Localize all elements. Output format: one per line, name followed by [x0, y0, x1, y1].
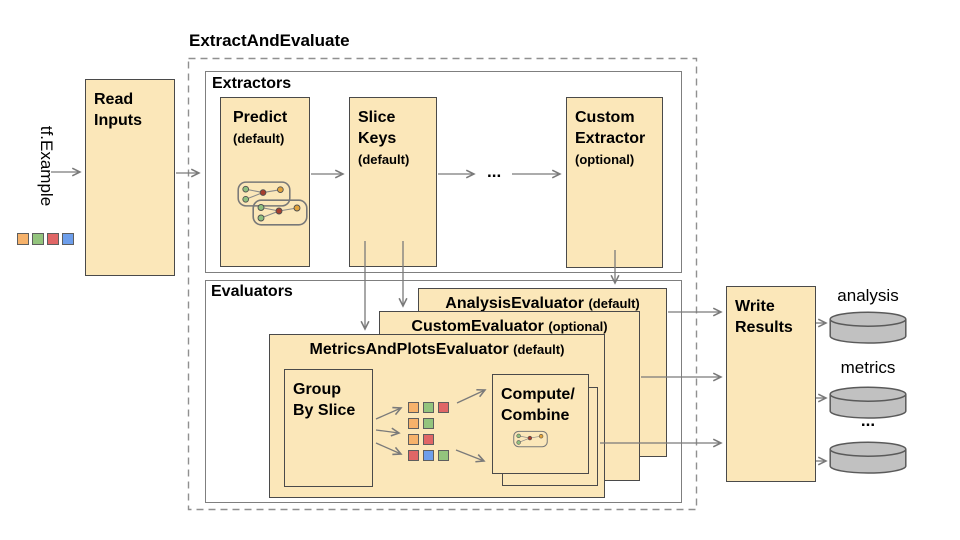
more-stores-ellipsis: ...: [860, 411, 876, 430]
green-square: [32, 233, 44, 245]
group-by-slice-label: Group By Slice: [293, 381, 356, 419]
green-square: [438, 450, 449, 461]
database-cylinder-icon: [829, 311, 907, 344]
analysis-evaluator-title: AnalysisEvaluator (default): [445, 295, 640, 312]
orange-square: [408, 434, 419, 445]
red-square: [438, 402, 449, 413]
blue-square: [62, 233, 74, 245]
green-square: [423, 402, 434, 413]
analysis-store-label: analysis: [837, 286, 899, 305]
red-square: [47, 233, 59, 245]
read-inputs-label: Read Inputs: [94, 91, 142, 129]
custom-extractor-box: Custom Extractor (optional): [566, 97, 663, 268]
slice-row: [408, 418, 449, 429]
orange-square: [17, 233, 29, 245]
blue-square: [423, 450, 434, 461]
predict-label: Predict: [233, 109, 288, 126]
red-square: [423, 434, 434, 445]
slice-row: [408, 402, 449, 413]
metrics-and-plots-evaluator-title: MetricsAndPlotsEvaluator (default): [309, 341, 565, 358]
write-results-box: Write Results: [726, 286, 816, 482]
evaluators-section-label: Evaluators: [211, 283, 293, 300]
slice-keys-label: Slice Keys: [358, 109, 397, 147]
diagram-title: ExtractAndEvaluate: [189, 31, 350, 50]
sliced-examples-grid: [408, 402, 449, 461]
custom-evaluator-title: CustomEvaluator (optional): [411, 318, 608, 335]
read-inputs-box: Read Inputs: [85, 79, 175, 276]
group-by-slice-box: Group By Slice: [284, 369, 373, 487]
metrics-store-label: metrics: [840, 358, 896, 377]
orange-square: [408, 402, 419, 413]
custom-extractor-sublabel: (optional): [575, 152, 635, 167]
model-graph-icon: [252, 199, 308, 226]
compute-combine-label: Compute/ Combine: [501, 386, 575, 424]
red-square: [408, 450, 419, 461]
database-cylinder-icon: [829, 441, 907, 474]
slice-keys-extractor-box: Slice Keys (default): [349, 97, 437, 267]
slice-row: [408, 450, 449, 461]
tf-example-legend: [17, 233, 74, 245]
orange-square: [408, 418, 419, 429]
input-label: tf.Example: [37, 125, 56, 207]
predict-sublabel: (default): [233, 131, 285, 146]
slice-keys-sublabel: (default): [358, 152, 410, 167]
extractors-section-label: Extractors: [212, 75, 292, 92]
green-square: [423, 418, 434, 429]
write-results-label: Write Results: [735, 298, 793, 336]
more-extractors-ellipsis: ...: [487, 162, 502, 181]
custom-extractor-label: Custom Extractor: [575, 109, 646, 147]
model-graph-icon: [513, 430, 548, 448]
slice-row: [408, 434, 449, 445]
compute-combine-box: Compute/ Combine: [492, 374, 589, 474]
